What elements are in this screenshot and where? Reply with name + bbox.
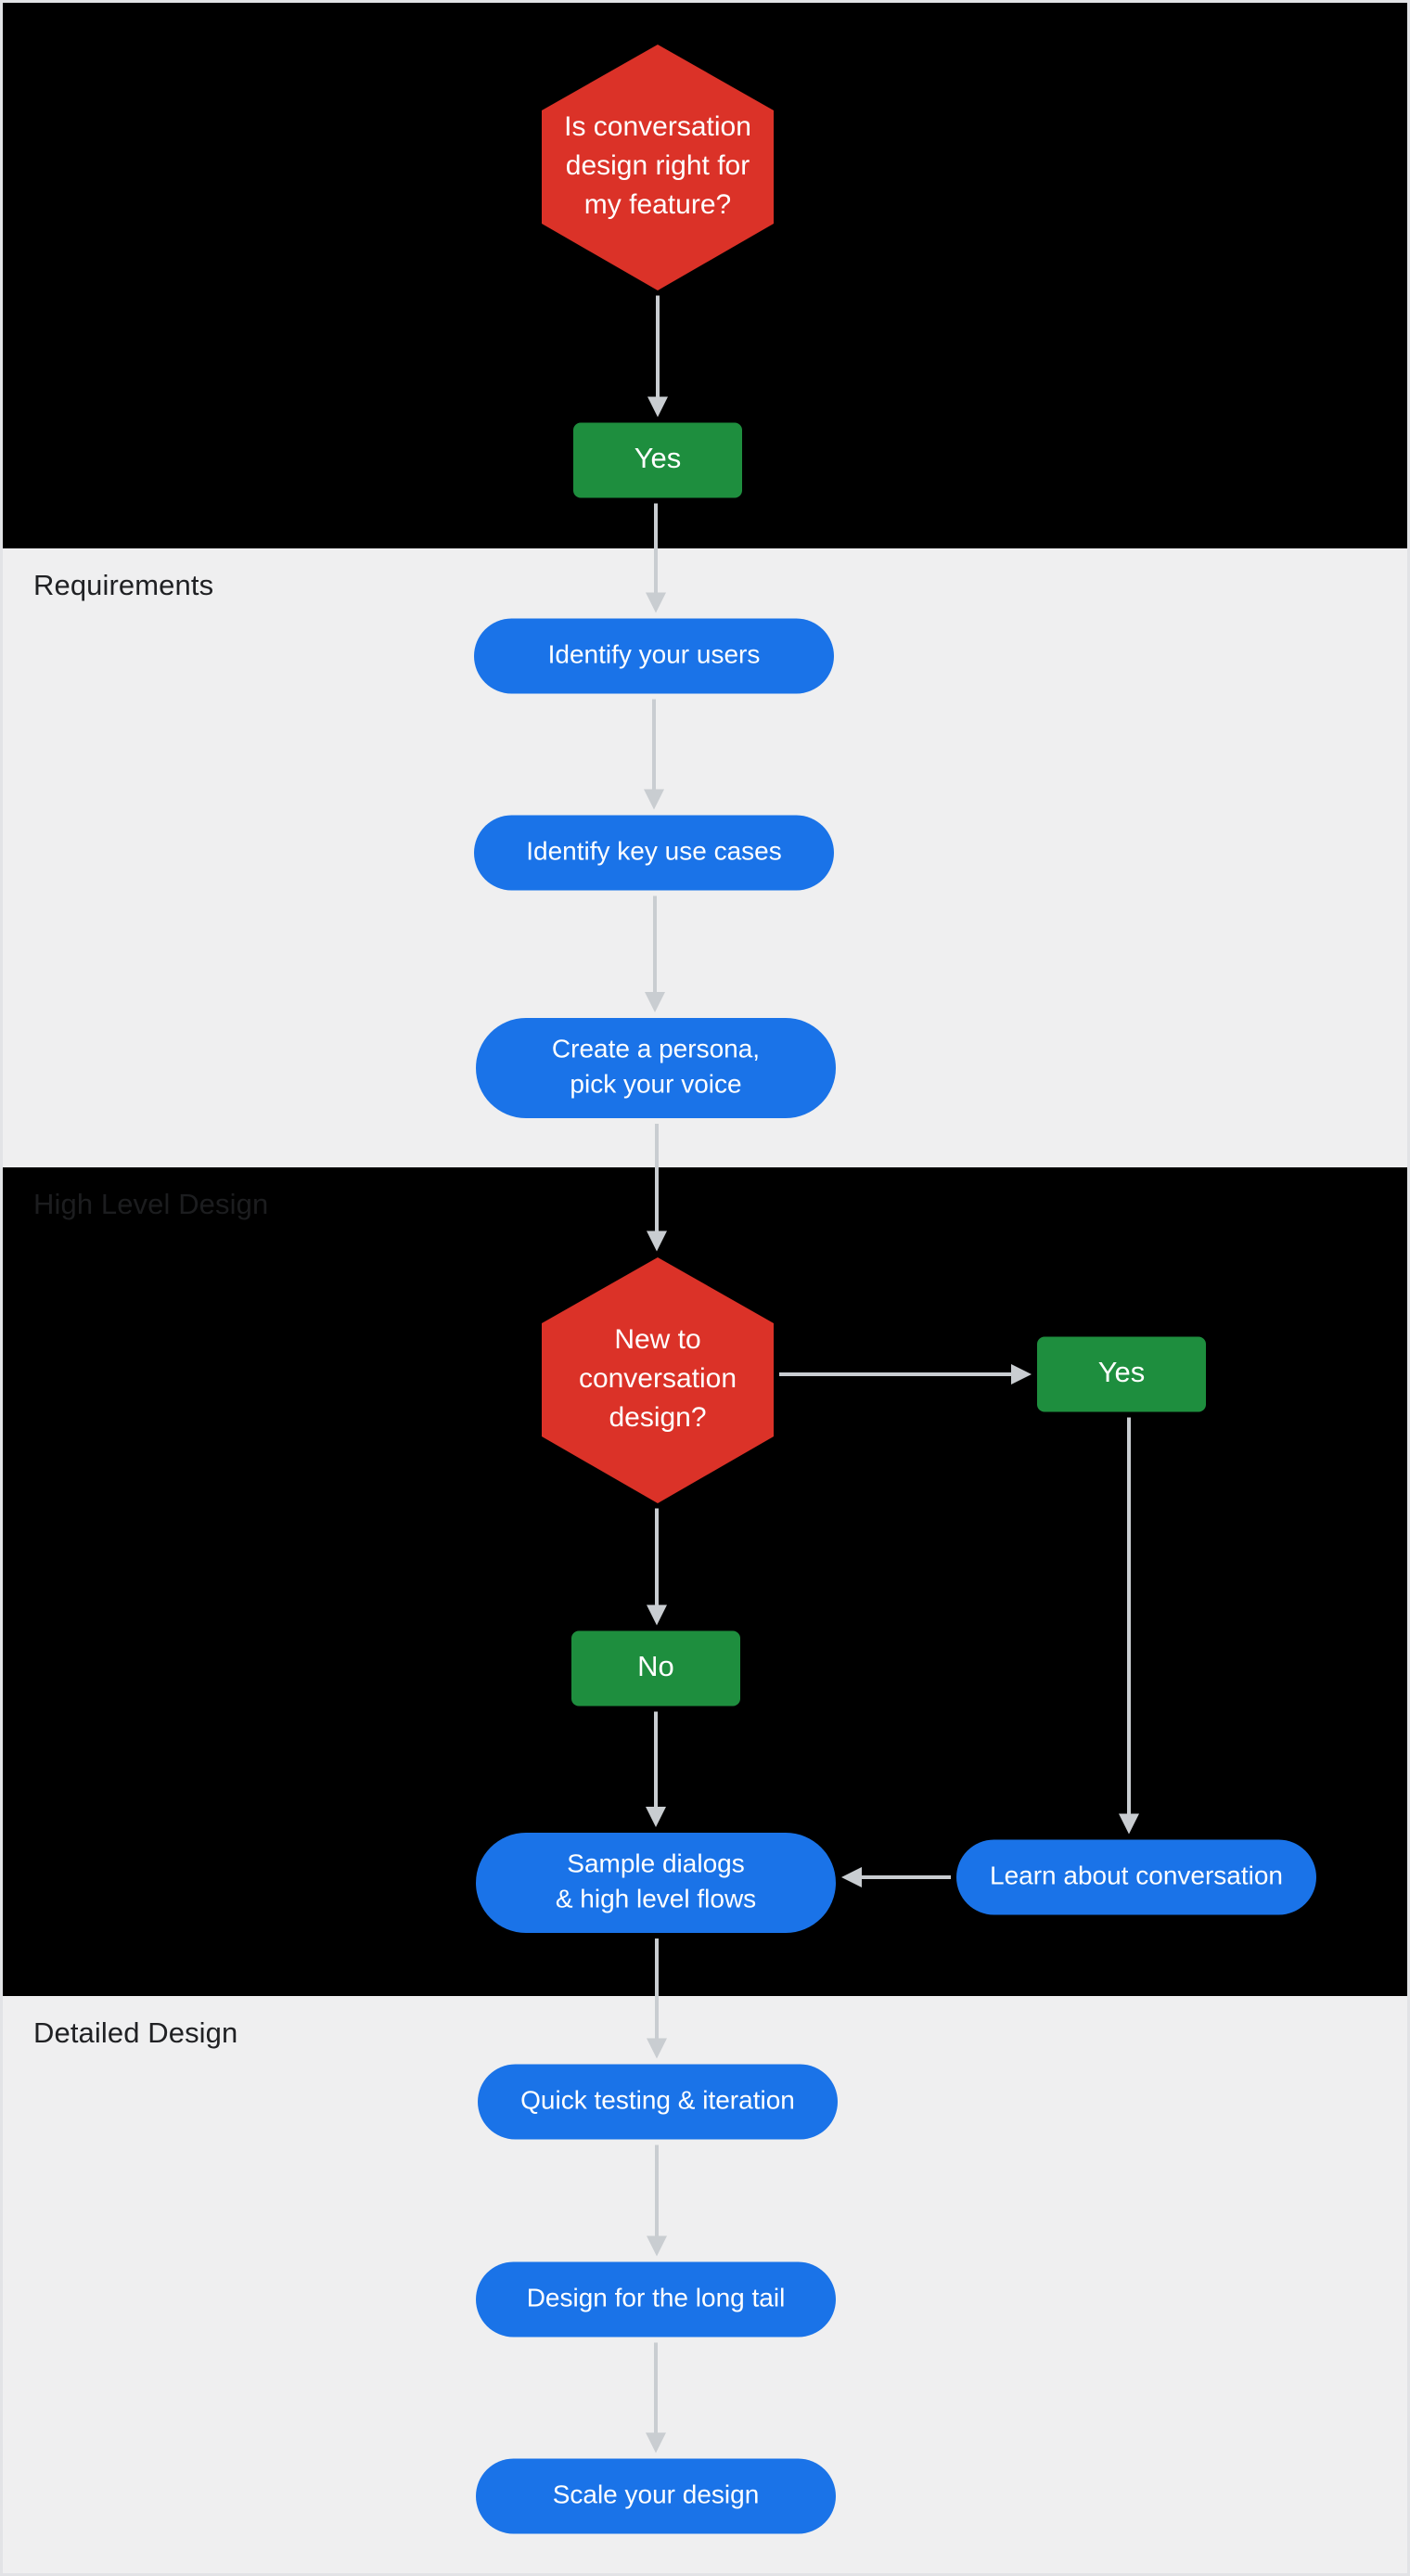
flow-graph: Is conversation design right for my featur… xyxy=(474,45,1316,2534)
answer-box[interactable] xyxy=(571,1630,740,1707)
node-usecases[interactable]: Identify key use cases xyxy=(474,815,834,891)
edge-testing-to-longtail xyxy=(647,2145,667,2257)
node-label: Is conversation xyxy=(564,111,751,142)
edge-q2-to-no2 xyxy=(647,1508,667,1626)
nodes-layer: Is conversation design right for my featur… xyxy=(474,45,1316,2534)
node-learn[interactable]: Learn about conversation xyxy=(956,1839,1316,1915)
edge-longtail-to-scale xyxy=(646,2342,666,2454)
step-pill[interactable] xyxy=(474,815,834,891)
node-label: Identify key use cases xyxy=(526,836,781,865)
node-label: Design for the long tail xyxy=(527,2283,786,2312)
node-label: design right for xyxy=(566,150,750,181)
step-pill[interactable] xyxy=(956,1839,1316,1915)
node-label: Create a persona, xyxy=(552,1034,760,1063)
node-q1[interactable]: Is conversation design right for my featur… xyxy=(542,45,774,290)
node-persona[interactable]: Create a persona, pick your voice xyxy=(476,1018,836,1118)
step-pill[interactable] xyxy=(476,2261,836,2338)
node-q2[interactable]: New to conversation design? xyxy=(542,1257,774,1503)
node-label: Identify your users xyxy=(548,639,761,668)
decision-hexagon[interactable] xyxy=(542,1257,774,1503)
node-no2[interactable]: No xyxy=(571,1630,740,1707)
edge-learn-to-samples xyxy=(841,1867,951,1887)
node-longtail[interactable]: Design for the long tail xyxy=(476,2261,836,2338)
node-yes2[interactable]: Yes xyxy=(1037,1336,1206,1412)
node-label: Quick testing & iteration xyxy=(520,2085,795,2114)
edge-q1-to-yes1 xyxy=(647,295,668,418)
band-label-high_level: High Level Design xyxy=(33,1188,269,1220)
node-label: Yes xyxy=(1098,1356,1146,1388)
node-label: conversation xyxy=(579,1363,737,1394)
edge-users-to-usecases xyxy=(644,699,664,810)
node-samples[interactable]: Sample dialogs & high level flows xyxy=(476,1833,836,1933)
edge-yes2-to-learn xyxy=(1119,1417,1139,1835)
edge-no2-to-samples xyxy=(646,1711,666,1827)
node-label: design? xyxy=(609,1402,706,1433)
edge-samples-to-testing xyxy=(647,1938,667,2059)
node-label: Learn about conversation xyxy=(990,1861,1283,1889)
node-label: & high level flows xyxy=(556,1884,756,1913)
node-label: Yes xyxy=(634,442,682,474)
edges-layer xyxy=(644,295,1139,2454)
answer-box[interactable] xyxy=(573,422,742,498)
node-label: New to xyxy=(614,1324,700,1355)
node-testing[interactable]: Quick testing & iteration xyxy=(478,2064,838,2140)
node-label: Sample dialogs xyxy=(567,1848,744,1877)
node-yes1[interactable]: Yes xyxy=(573,422,742,498)
node-users[interactable]: Identify your users xyxy=(474,618,834,694)
band-label-requirements: Requirements xyxy=(33,569,214,601)
step-pill[interactable] xyxy=(478,2064,838,2140)
edge-persona-to-q2 xyxy=(647,1124,667,1252)
step-pill[interactable] xyxy=(476,2458,836,2534)
band-label-detailed: Detailed Design xyxy=(33,2016,238,2049)
node-label: pick your voice xyxy=(570,1069,741,1098)
edge-q2-to-yes2 xyxy=(779,1364,1032,1385)
node-label: Scale your design xyxy=(553,2479,760,2508)
node-scale[interactable]: Scale your design xyxy=(476,2458,836,2534)
edge-usecases-to-persona xyxy=(645,895,665,1012)
decision-hexagon[interactable] xyxy=(542,45,774,290)
edge-yes1-to-users xyxy=(646,503,666,613)
node-label: No xyxy=(637,1650,674,1682)
node-label: my feature? xyxy=(584,189,731,220)
answer-box[interactable] xyxy=(1037,1336,1206,1412)
step-pill[interactable] xyxy=(476,1833,836,1933)
step-pill[interactable] xyxy=(476,1018,836,1118)
step-pill[interactable] xyxy=(474,618,834,694)
